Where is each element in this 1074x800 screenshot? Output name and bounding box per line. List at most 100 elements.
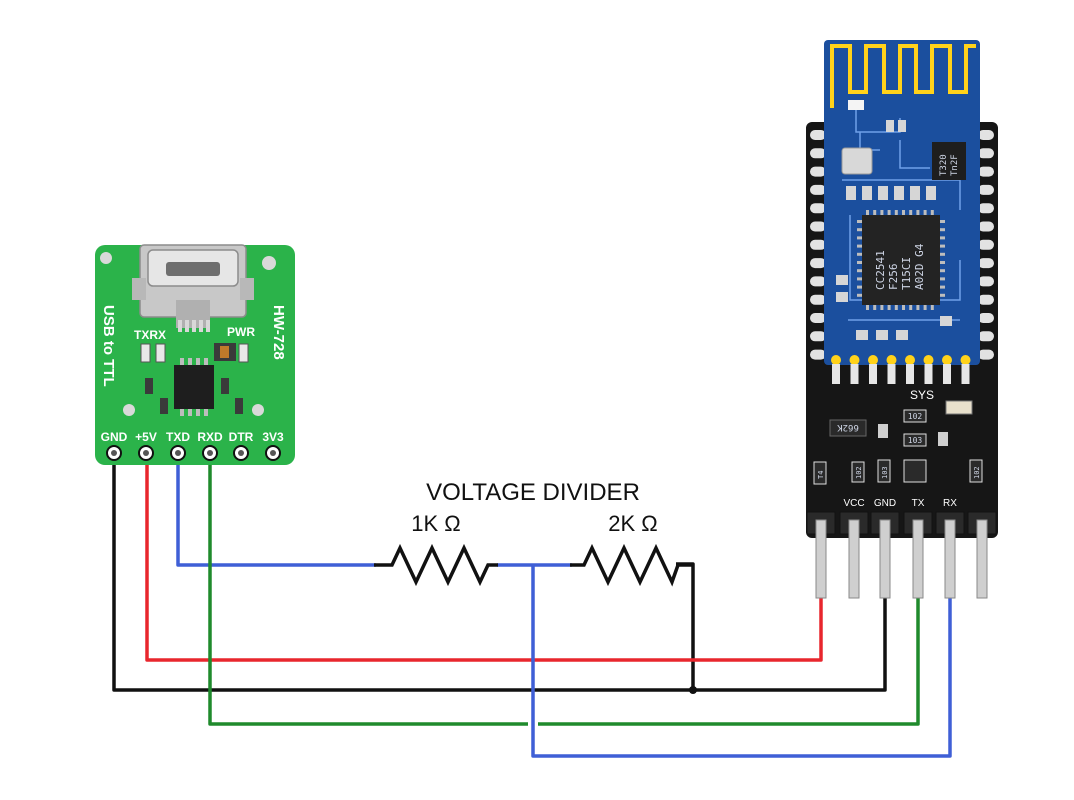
soc-pin xyxy=(916,210,920,215)
carrier-bar xyxy=(943,364,951,384)
soc-line-3: T15CI xyxy=(900,257,913,290)
soc-pin xyxy=(909,305,913,310)
usb-ttl-model-label: HW-728 xyxy=(270,305,287,360)
led-pwr xyxy=(214,343,249,363)
diagram-title: VOLTAGE DIVIDER xyxy=(426,479,640,506)
soc-pin xyxy=(940,228,945,232)
smd-103-a: 103 xyxy=(908,436,923,445)
carrier-bar xyxy=(869,364,877,384)
smd-102-a: 102 xyxy=(908,412,923,421)
side-pad xyxy=(810,331,826,342)
sys-led xyxy=(945,400,973,415)
side-pad xyxy=(978,221,994,232)
pin-label-rxd: RXD xyxy=(197,430,223,444)
soc-pin xyxy=(857,277,862,281)
hm10-bottom-pads xyxy=(831,355,971,365)
side-pad xyxy=(810,203,826,214)
hm10-header xyxy=(806,511,997,599)
side-pad xyxy=(810,166,826,177)
header-pin xyxy=(944,519,956,599)
hm10-pin-tx: TX xyxy=(912,498,925,509)
module-bottom-pad xyxy=(831,355,841,365)
side-pad xyxy=(810,239,826,250)
soc-pin xyxy=(857,285,862,289)
carrier-smd: 662K 102 103 103 102 T4 102 xyxy=(813,409,983,485)
side-pad xyxy=(978,239,994,250)
soc-pin xyxy=(887,210,891,215)
pin-label-3v3: 3V3 xyxy=(262,430,284,444)
side-pad xyxy=(810,184,826,195)
side-pad xyxy=(810,148,826,159)
pad-hole xyxy=(207,450,213,456)
pad-hole xyxy=(111,450,117,456)
carrier-bar xyxy=(961,364,970,384)
sys-label: SYS xyxy=(910,388,934,402)
mount-hole xyxy=(262,256,276,270)
soc-pin xyxy=(930,210,934,215)
soc-pin xyxy=(902,305,905,310)
carrier-bar xyxy=(906,364,914,384)
soc-line-4: A02D G4 xyxy=(913,243,926,290)
wire-rxd xyxy=(208,455,920,726)
module-bottom-pad xyxy=(868,355,878,365)
soc-pin xyxy=(940,277,945,281)
side-pad xyxy=(810,276,826,287)
small-chip-line-2: Tn2F xyxy=(950,154,960,176)
smd-t4: T4 xyxy=(817,471,825,479)
soc-pin xyxy=(866,210,869,215)
soc-pin xyxy=(857,269,862,273)
side-pad xyxy=(810,258,826,269)
antenna-trace xyxy=(830,44,976,108)
resistor-1k xyxy=(374,543,498,587)
smd-102-c: 102 xyxy=(855,466,863,479)
soc-pin xyxy=(940,269,945,273)
pad-hole xyxy=(175,450,181,456)
mount-hole xyxy=(100,252,112,264)
pin-label-txd: TXD xyxy=(166,430,190,444)
soc-pin xyxy=(857,236,862,240)
soc-pin xyxy=(866,305,869,310)
soc-pin xyxy=(880,210,884,215)
gnd-junction xyxy=(689,686,697,694)
header-pin xyxy=(848,519,860,599)
module-bottom-pad xyxy=(960,355,971,365)
side-pad xyxy=(810,130,826,140)
pad-hole xyxy=(270,450,276,456)
side-pad xyxy=(978,203,994,214)
side-pad xyxy=(978,276,994,287)
side-pad xyxy=(978,130,994,140)
soc-pin xyxy=(940,252,945,256)
wires xyxy=(112,455,952,758)
header-pin xyxy=(879,519,891,599)
cc2541-chip xyxy=(862,215,940,305)
module-bottom-pad xyxy=(886,355,897,365)
module-bottom-pad xyxy=(849,355,860,365)
side-pad xyxy=(810,313,826,323)
soc-pin xyxy=(940,285,945,289)
side-pad xyxy=(810,221,826,232)
side-pad xyxy=(978,331,994,342)
soc-pin xyxy=(880,305,884,310)
pin-label-gnd: GND xyxy=(101,430,128,444)
soc-pin xyxy=(887,305,891,310)
soc-pin xyxy=(909,210,913,215)
pin-label-5v: +5V xyxy=(135,430,157,444)
cc2541-chip-pins xyxy=(857,210,945,310)
resistor-2k xyxy=(570,543,693,587)
soc-pin xyxy=(857,261,862,264)
resistor-1k-label: 1K Ω xyxy=(411,511,460,536)
soc-pin xyxy=(857,220,862,223)
side-pad xyxy=(810,349,826,360)
side-pad xyxy=(978,166,994,177)
mount-hole xyxy=(123,404,135,416)
header-pin xyxy=(912,519,924,599)
crystal xyxy=(841,147,873,175)
carrier-bar xyxy=(850,364,859,384)
hm10-pin-gnd: GND xyxy=(874,498,896,509)
small-chip-line-1: T320 xyxy=(939,154,949,176)
soc-pin xyxy=(940,293,945,297)
soc-pin xyxy=(857,244,862,248)
hm10-side-pads xyxy=(810,130,994,360)
pin-label-dtr: DTR xyxy=(229,430,254,444)
